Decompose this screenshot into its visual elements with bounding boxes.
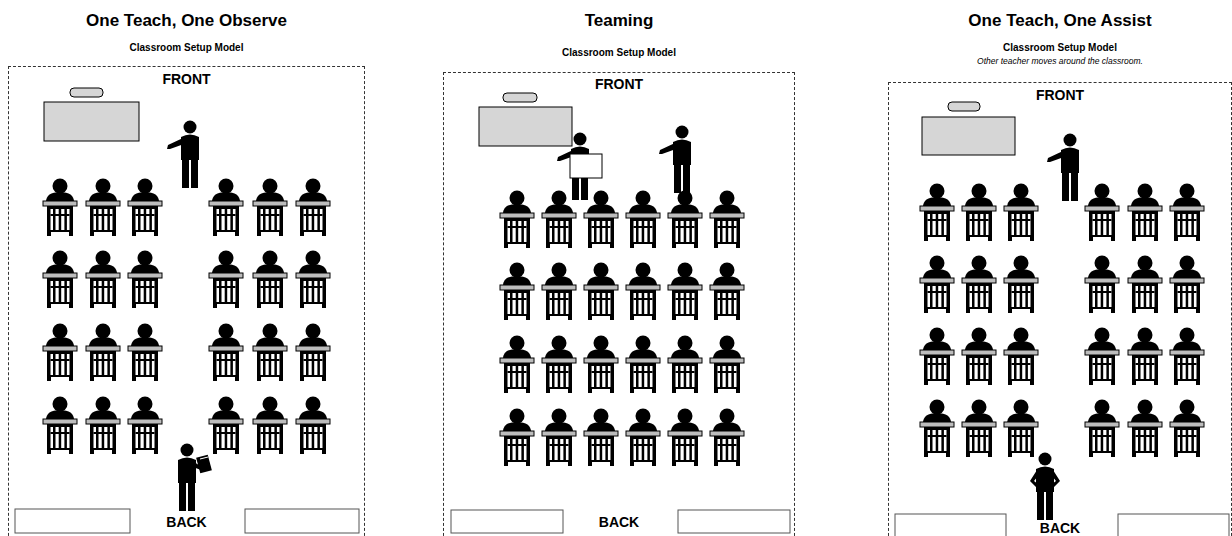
teacher-figure [557,133,602,201]
student-figure [43,324,77,382]
teacher-desk [479,93,572,146]
student-figure [1004,400,1038,458]
front-label: FRONT [9,71,364,88]
student-figure [1085,256,1119,314]
student-figure [253,324,287,382]
teacher-figure [659,126,691,194]
student-figure [920,328,954,386]
student-figure [584,263,618,321]
front-label: FRONT [889,87,1231,104]
student-figure [253,179,287,237]
teacher-figure [1047,134,1079,202]
student-figure [296,397,330,455]
back-label: BACK [444,514,794,531]
student-figure [128,324,162,382]
teacher-desk [922,102,1015,155]
student-figure [1170,400,1204,458]
student-figure [500,336,534,394]
student-figure [1085,328,1119,386]
panel-subtitle: Classroom Setup Model [9,42,364,54]
student-figure [542,263,576,321]
student-figure [209,324,243,382]
student-figure [542,409,576,467]
panel-title: One Teach, One Observe [9,11,364,31]
student-figure [86,324,120,382]
student-figure [128,179,162,237]
panel-title: Teaming [444,11,794,31]
student-figure [962,400,996,458]
student-figure [1170,184,1204,242]
panel-subtitle: Classroom Setup Model [889,42,1231,54]
student-figure [1004,328,1038,386]
student-figure [710,191,744,249]
student-figure [584,191,618,249]
teacher-figure [178,444,212,512]
teacher-figure [1030,453,1060,521]
classroom-panel: TeamingClassroom Setup ModelFRONTBACK [443,72,795,536]
panel-subtitle: Classroom Setup Model [444,47,794,59]
teacher-figure [167,121,199,189]
student-figure [1128,328,1162,386]
student-figure [296,324,330,382]
student-figure [500,409,534,467]
student-figure [209,397,243,455]
front-label: FRONT [444,76,794,93]
student-figure [209,179,243,237]
student-figure [626,191,660,249]
student-figure [1170,328,1204,386]
student-figure [626,409,660,467]
student-figure [668,191,702,249]
student-figure [584,409,618,467]
student-figure [86,251,120,309]
student-figure [296,251,330,309]
student-figure [1128,256,1162,314]
student-group [43,179,1204,467]
student-figure [1128,184,1162,242]
student-figure [500,191,534,249]
student-figure [86,179,120,237]
student-figure [626,263,660,321]
student-figure [920,184,954,242]
panel-note: Other teacher moves around the classroom… [889,56,1231,66]
student-figure [710,263,744,321]
student-figure [1085,184,1119,242]
student-figure [86,397,120,455]
student-figure [962,256,996,314]
student-figure [668,263,702,321]
student-figure [43,179,77,237]
teacher-desk [44,88,139,141]
student-figure [920,400,954,458]
student-figure [542,191,576,249]
student-figure [668,409,702,467]
student-figure [209,251,243,309]
student-figure [962,328,996,386]
student-figure [1170,256,1204,314]
student-figure [1004,184,1038,242]
student-figure [43,397,77,455]
student-figure [1004,256,1038,314]
student-figure [668,336,702,394]
student-figure [128,251,162,309]
student-figure [128,397,162,455]
student-figure [584,336,618,394]
student-figure [1128,400,1162,458]
student-figure [296,179,330,237]
back-label: BACK [889,520,1231,536]
classroom-panel: One Teach, One AssistClassroom Setup Mod… [888,82,1232,536]
student-figure [500,263,534,321]
student-figure [43,251,77,309]
student-figure [920,256,954,314]
student-figure [253,251,287,309]
panel-title: One Teach, One Assist [889,11,1231,31]
classroom-panel: One Teach, One ObserveClassroom Setup Mo… [8,66,365,536]
student-figure [626,336,660,394]
student-figure [253,397,287,455]
back-label: BACK [9,514,364,531]
student-figure [542,336,576,394]
student-figure [962,184,996,242]
student-figure [710,336,744,394]
student-figure [710,409,744,467]
student-figure [1085,400,1119,458]
